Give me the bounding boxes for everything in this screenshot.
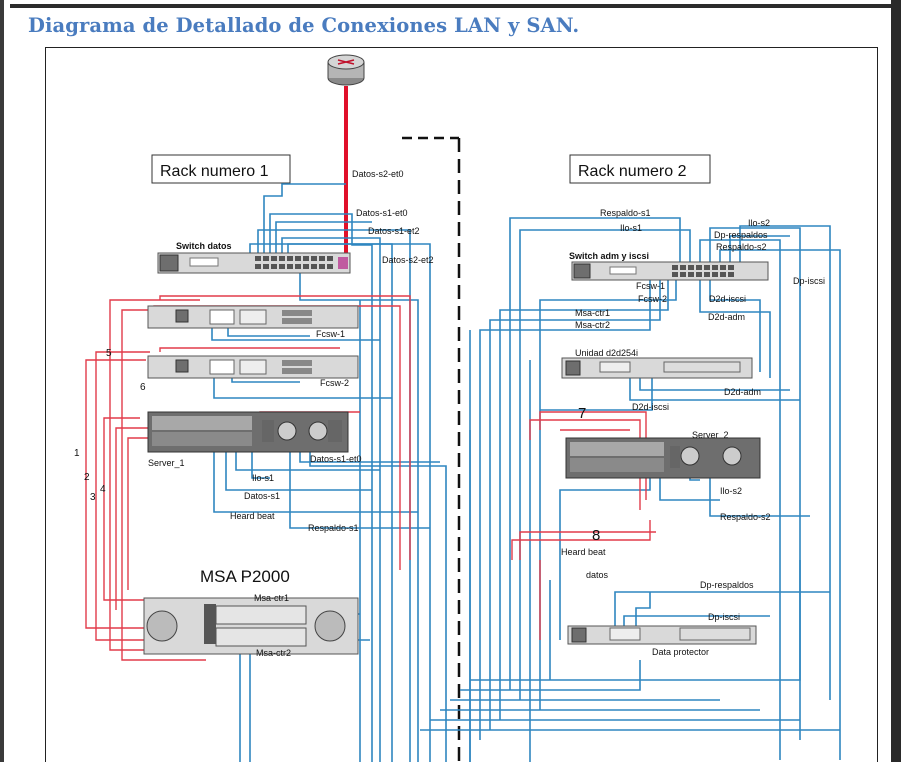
msa-p2000 bbox=[143, 597, 359, 655]
cable-number-8: 8 bbox=[592, 527, 600, 544]
conn-ilo-s1-left: Ilo-s1 bbox=[252, 473, 274, 483]
data-protector-label: Data protector bbox=[652, 647, 709, 657]
conn-d2d-adm: D2d-adm bbox=[708, 312, 745, 322]
cable-number-4: 4 bbox=[100, 484, 106, 495]
fcsw-1-label: Fcsw-1 bbox=[316, 329, 345, 339]
conn-datos: datos bbox=[586, 570, 609, 580]
cable-number-5: 5 bbox=[106, 348, 112, 359]
conn-msa-ctr1-right: Msa-ctr1 bbox=[575, 308, 610, 318]
conn-msa-ctr2-right: Msa-ctr2 bbox=[575, 320, 610, 330]
unidad-label: Unidad d2d254i bbox=[575, 348, 638, 358]
conn-datos-s2-et2: Datos-s2-et2 bbox=[382, 255, 434, 265]
cable-number-1: 1 bbox=[74, 448, 80, 459]
window-left-edge bbox=[0, 0, 4, 762]
conn-dp-iscsi: Dp-iscsi bbox=[793, 276, 825, 286]
conn-respaldo-s2-b: Respaldo-s2 bbox=[720, 512, 771, 522]
conn-datos-s2-et0: Datos-s2-et0 bbox=[352, 169, 404, 179]
rack-1-label: Rack numero 1 bbox=[160, 163, 269, 180]
conn-heard-beat-left: Heard beat bbox=[230, 511, 275, 521]
conn-datos-s1-et0-b: Datos-s1-et0 bbox=[310, 454, 362, 464]
window-right-edge bbox=[891, 0, 901, 762]
cable-number-7: 7 bbox=[578, 405, 586, 422]
rack-2-box bbox=[569, 154, 711, 184]
conn-fcsw-1-right: Fcsw-1 bbox=[636, 281, 665, 291]
fcsw-2-label: Fcsw-2 bbox=[320, 378, 349, 388]
conn-msa-ctr1: Msa-ctr1 bbox=[254, 593, 289, 603]
server-1 bbox=[147, 411, 349, 453]
diagram-border bbox=[45, 47, 878, 762]
cable-number-2: 2 bbox=[84, 472, 90, 483]
fcsw-2 bbox=[147, 355, 359, 379]
conn-respaldo-s1-right: Respaldo-s1 bbox=[600, 208, 651, 218]
conn-dp-respaldos: Dp-respaldos bbox=[714, 230, 768, 240]
switch-datos-label: Switch datos bbox=[176, 241, 232, 251]
page-top-edge bbox=[10, 4, 891, 8]
data-protector bbox=[567, 625, 757, 645]
rack-2-label: Rack numero 2 bbox=[578, 163, 687, 180]
msa-title: MSA P2000 bbox=[200, 567, 290, 586]
conn-fcsw-2-right: Fcsw-2 bbox=[638, 294, 667, 304]
conn-ilo-s1-right: Ilo-s1 bbox=[620, 223, 642, 233]
conn-msa-ctr2: Msa-ctr2 bbox=[256, 648, 291, 658]
router-icon bbox=[327, 54, 365, 86]
conn-heard-beat-right: Heard beat bbox=[561, 547, 606, 557]
fcsw-1 bbox=[147, 305, 359, 329]
page-title: Diagrama de Detallado de Conexiones LAN … bbox=[28, 14, 580, 37]
conn-d2d-adm-b: D2d-adm bbox=[724, 387, 761, 397]
conn-datos-s1-et0: Datos-s1-et0 bbox=[356, 208, 408, 218]
lan-cables-right bbox=[420, 217, 841, 762]
conn-respaldo-s1-left: Respaldo-s1 bbox=[308, 523, 359, 533]
conn-dp-respaldos-b: Dp-respaldos bbox=[700, 580, 754, 590]
conn-datos-s1-et2: Datos-s1-et2 bbox=[368, 226, 420, 236]
conn-dp-iscsi-b: Dp-iscsi bbox=[708, 612, 740, 622]
server-2-label: Server_2 bbox=[692, 430, 729, 440]
switch-adm-label: Switch adm y iscsi bbox=[569, 251, 649, 261]
switch-adm-iscsi bbox=[571, 261, 769, 281]
cable-number-3: 3 bbox=[90, 492, 96, 503]
cable-number-6: 6 bbox=[140, 382, 146, 393]
conn-respaldo-s2: Respaldo-s2 bbox=[716, 242, 767, 252]
conn-d2d-iscsi: D2d-iscsi bbox=[709, 294, 746, 304]
switch-datos bbox=[157, 252, 351, 274]
conn-ilo-s2-b: Ilo-s2 bbox=[720, 486, 742, 496]
rack-1-box bbox=[151, 154, 291, 184]
conn-datos-s1: Datos-s1 bbox=[244, 491, 280, 501]
conn-ilo-s2: Ilo-s2 bbox=[748, 218, 770, 228]
conn-d2d-iscsi-b: D2d-iscsi bbox=[632, 402, 669, 412]
unidad-d2d254i bbox=[561, 357, 753, 379]
server-2 bbox=[565, 437, 761, 479]
server-1-label: Server_1 bbox=[148, 458, 185, 468]
